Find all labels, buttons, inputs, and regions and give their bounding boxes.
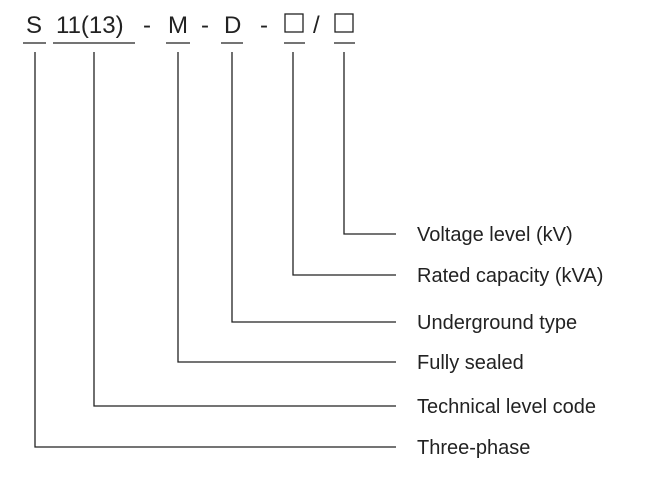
leader-sealed — [177, 52, 396, 363]
label-technical-level: Technical level code — [417, 396, 596, 418]
code-type-d: D — [224, 12, 241, 39]
code-dash-1: - — [143, 12, 151, 39]
code-dash-2: - — [201, 12, 209, 39]
leader-voltage — [343, 52, 396, 235]
code-prefix-s: S — [26, 12, 42, 39]
code-level: 11(13) — [56, 12, 124, 39]
label-rated-capacity: Rated capacity (kVA) — [417, 265, 603, 287]
leader-underground — [231, 52, 396, 323]
label-fully-sealed: Fully sealed — [417, 352, 524, 374]
leader-technical — [93, 52, 396, 407]
label-three-phase: Three-phase — [417, 437, 530, 459]
code-voltage-box — [334, 13, 354, 33]
label-voltage-level: Voltage level (kV) — [417, 224, 573, 246]
leader-phase — [34, 52, 396, 448]
leader-capacity — [292, 52, 396, 276]
code-slash: / — [313, 12, 320, 39]
code-dash-3: - — [260, 12, 268, 39]
code-capacity-box — [284, 13, 304, 33]
label-underground-type: Underground type — [417, 312, 577, 334]
code-sealed-m: M — [168, 12, 188, 39]
